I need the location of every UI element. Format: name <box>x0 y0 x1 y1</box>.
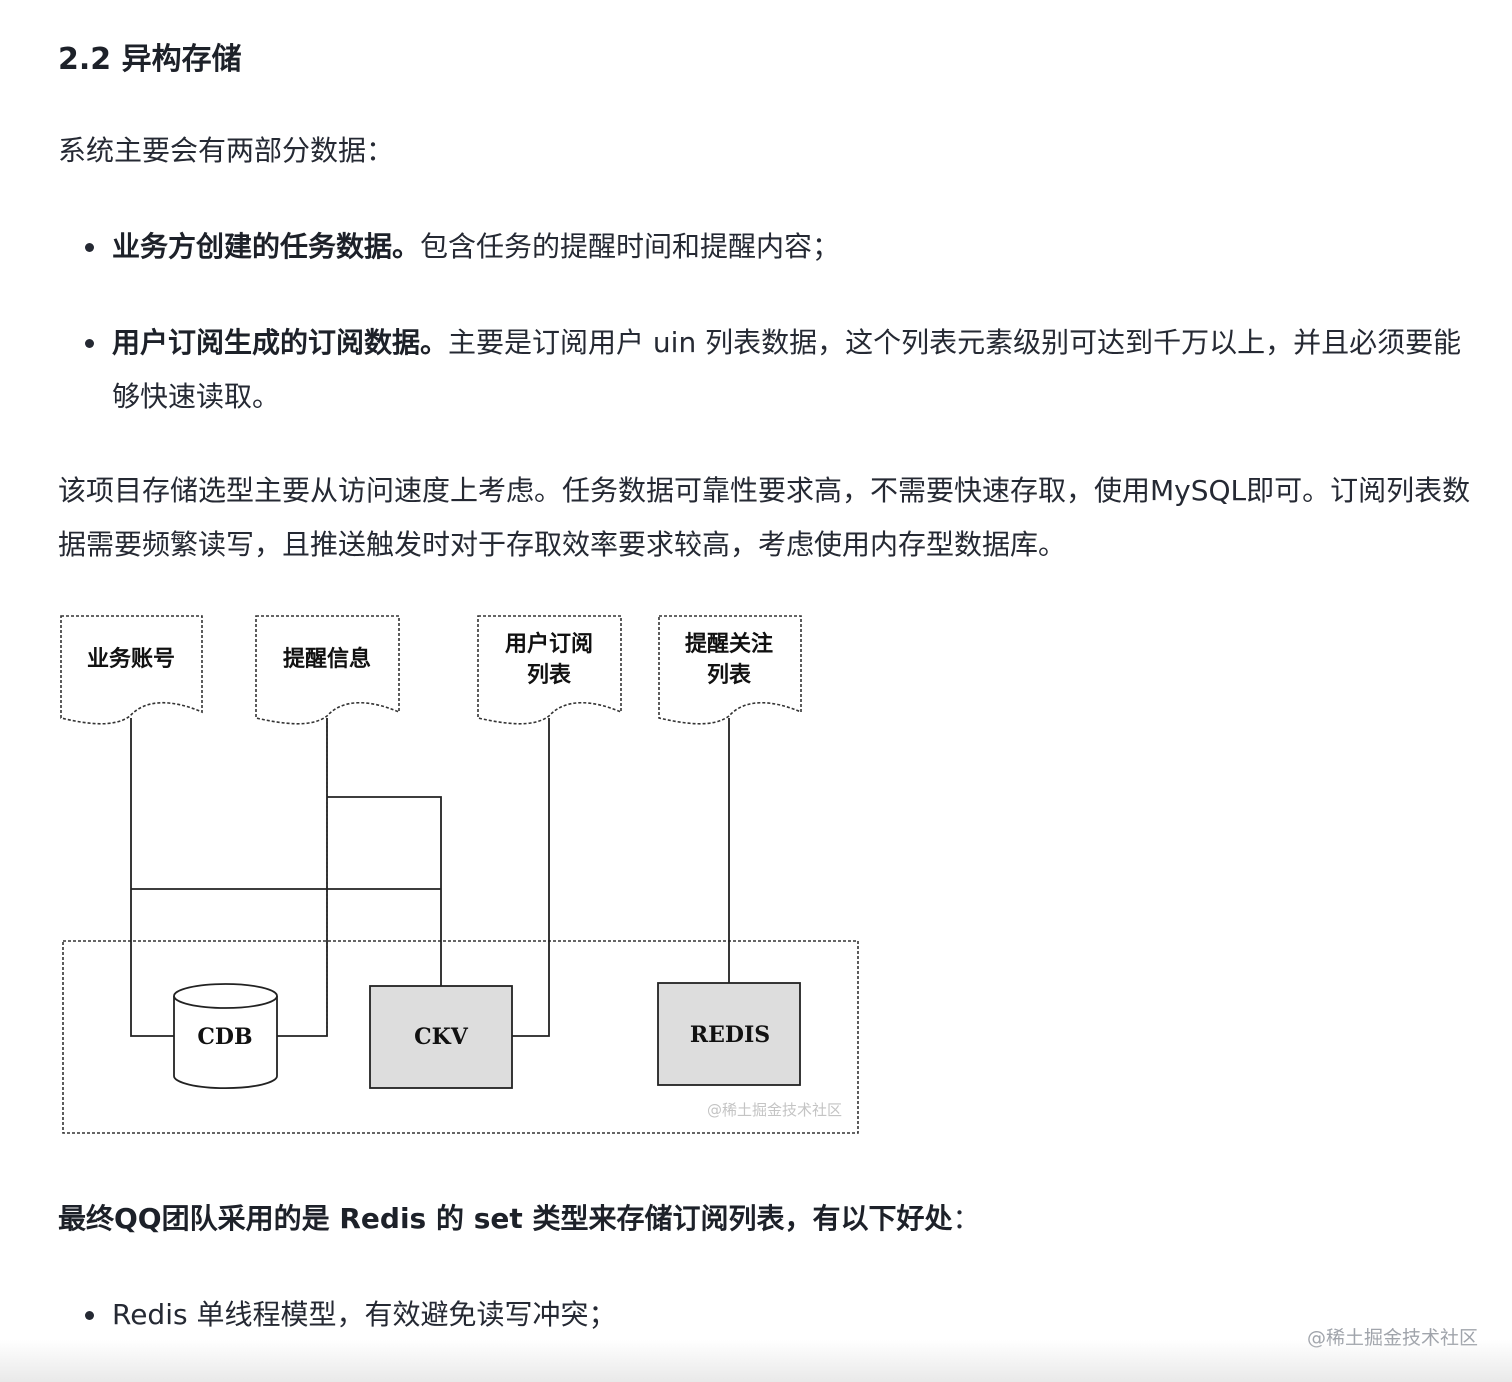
doc-shape-reminder-info <box>255 615 400 725</box>
line-reminder-to-cdb <box>277 718 328 1037</box>
list-item: 业务方创建的任务数据。包含任务的提醒时间和提醒内容； <box>58 220 1488 274</box>
conclusion-bold-text: 最终QQ团队采用的是 Redis 的 set 类型来存储订阅列表，有以下好处 <box>58 1202 953 1235</box>
cdb-cylinder <box>173 983 278 1090</box>
storage-container <box>62 940 859 1134</box>
list-item: 用户订阅生成的订阅数据。主要是订阅用户 uin 列表数据，这个列表元素级别可达到… <box>58 316 1488 424</box>
line-reminder-to-ckv <box>327 796 442 986</box>
conclusion-tail: ： <box>952 1202 981 1235</box>
storage-diagram: 业务账号 提醒信息 用户订阅 列表 提醒关注 列表 CDB CKV REDIS … <box>56 606 866 1142</box>
bullet-bold-text: 用户订阅生成的订阅数据。 <box>112 326 449 359</box>
doc-label-reminder-follow-list: 列表 <box>707 662 752 688</box>
bullet-dot-icon <box>85 243 94 252</box>
doc-shape-reminder-follow-list <box>658 615 802 725</box>
storage-paragraph: 该项目存储选型主要从访问速度上考虑。任务数据可靠性要求高，不需要快速存取，使用M… <box>58 474 1471 561</box>
doc-label-reminder-follow: 提醒关注 <box>685 631 773 657</box>
bullet-text: 包含任务的提醒时间和提醒内容； <box>420 230 841 263</box>
doc-label-user-sub: 用户订阅 <box>505 631 593 657</box>
store-label-cdb: CDB <box>197 1024 252 1050</box>
bottom-fade <box>0 1340 1512 1382</box>
store-label-redis: REDIS <box>690 1022 770 1048</box>
bullet-dot-icon <box>85 1311 94 1320</box>
store-label-ckv: CKV <box>414 1024 469 1050</box>
doc-label-business-account: 业务账号 <box>87 646 175 672</box>
line-account-to-cdb <box>130 718 174 1037</box>
bullet-bold-text: 业务方创建的任务数据。 <box>112 230 421 263</box>
list-item: Redis 单线程模型，有效避免读写冲突； <box>58 1288 1488 1342</box>
storage-diagram-svg: 业务账号 提醒信息 用户订阅 列表 提醒关注 列表 CDB CKV REDIS … <box>60 615 859 1134</box>
line-subscribe-to-ckv <box>512 718 550 1037</box>
redis-box <box>657 982 801 1086</box>
intro-paragraph: 系统主要会有两部分数据： <box>58 134 395 167</box>
doc-shape-business-account <box>60 615 203 725</box>
conclusion-paragraph: 最终QQ团队采用的是 Redis 的 set 类型来存储订阅列表，有以下好处： <box>58 1192 1488 1246</box>
ckv-box <box>369 985 513 1089</box>
doc-shape-user-sub-list <box>477 615 622 725</box>
diagram-watermark: @稀土掘金技术社区 <box>707 1101 842 1119</box>
bullet-text: 主要是订阅用户 uin 列表数据，这个列表元素级别可达到千万以上，并且必须要能够… <box>112 326 1462 413</box>
doc-label-reminder-info: 提醒信息 <box>283 646 371 672</box>
doc-label-user-sub-list: 列表 <box>527 662 572 688</box>
bullet-dot-icon <box>85 339 94 348</box>
section-heading: 2.2 异构存储 <box>58 42 242 77</box>
bullet-text: Redis 单线程模型，有效避免读写冲突； <box>112 1298 617 1331</box>
